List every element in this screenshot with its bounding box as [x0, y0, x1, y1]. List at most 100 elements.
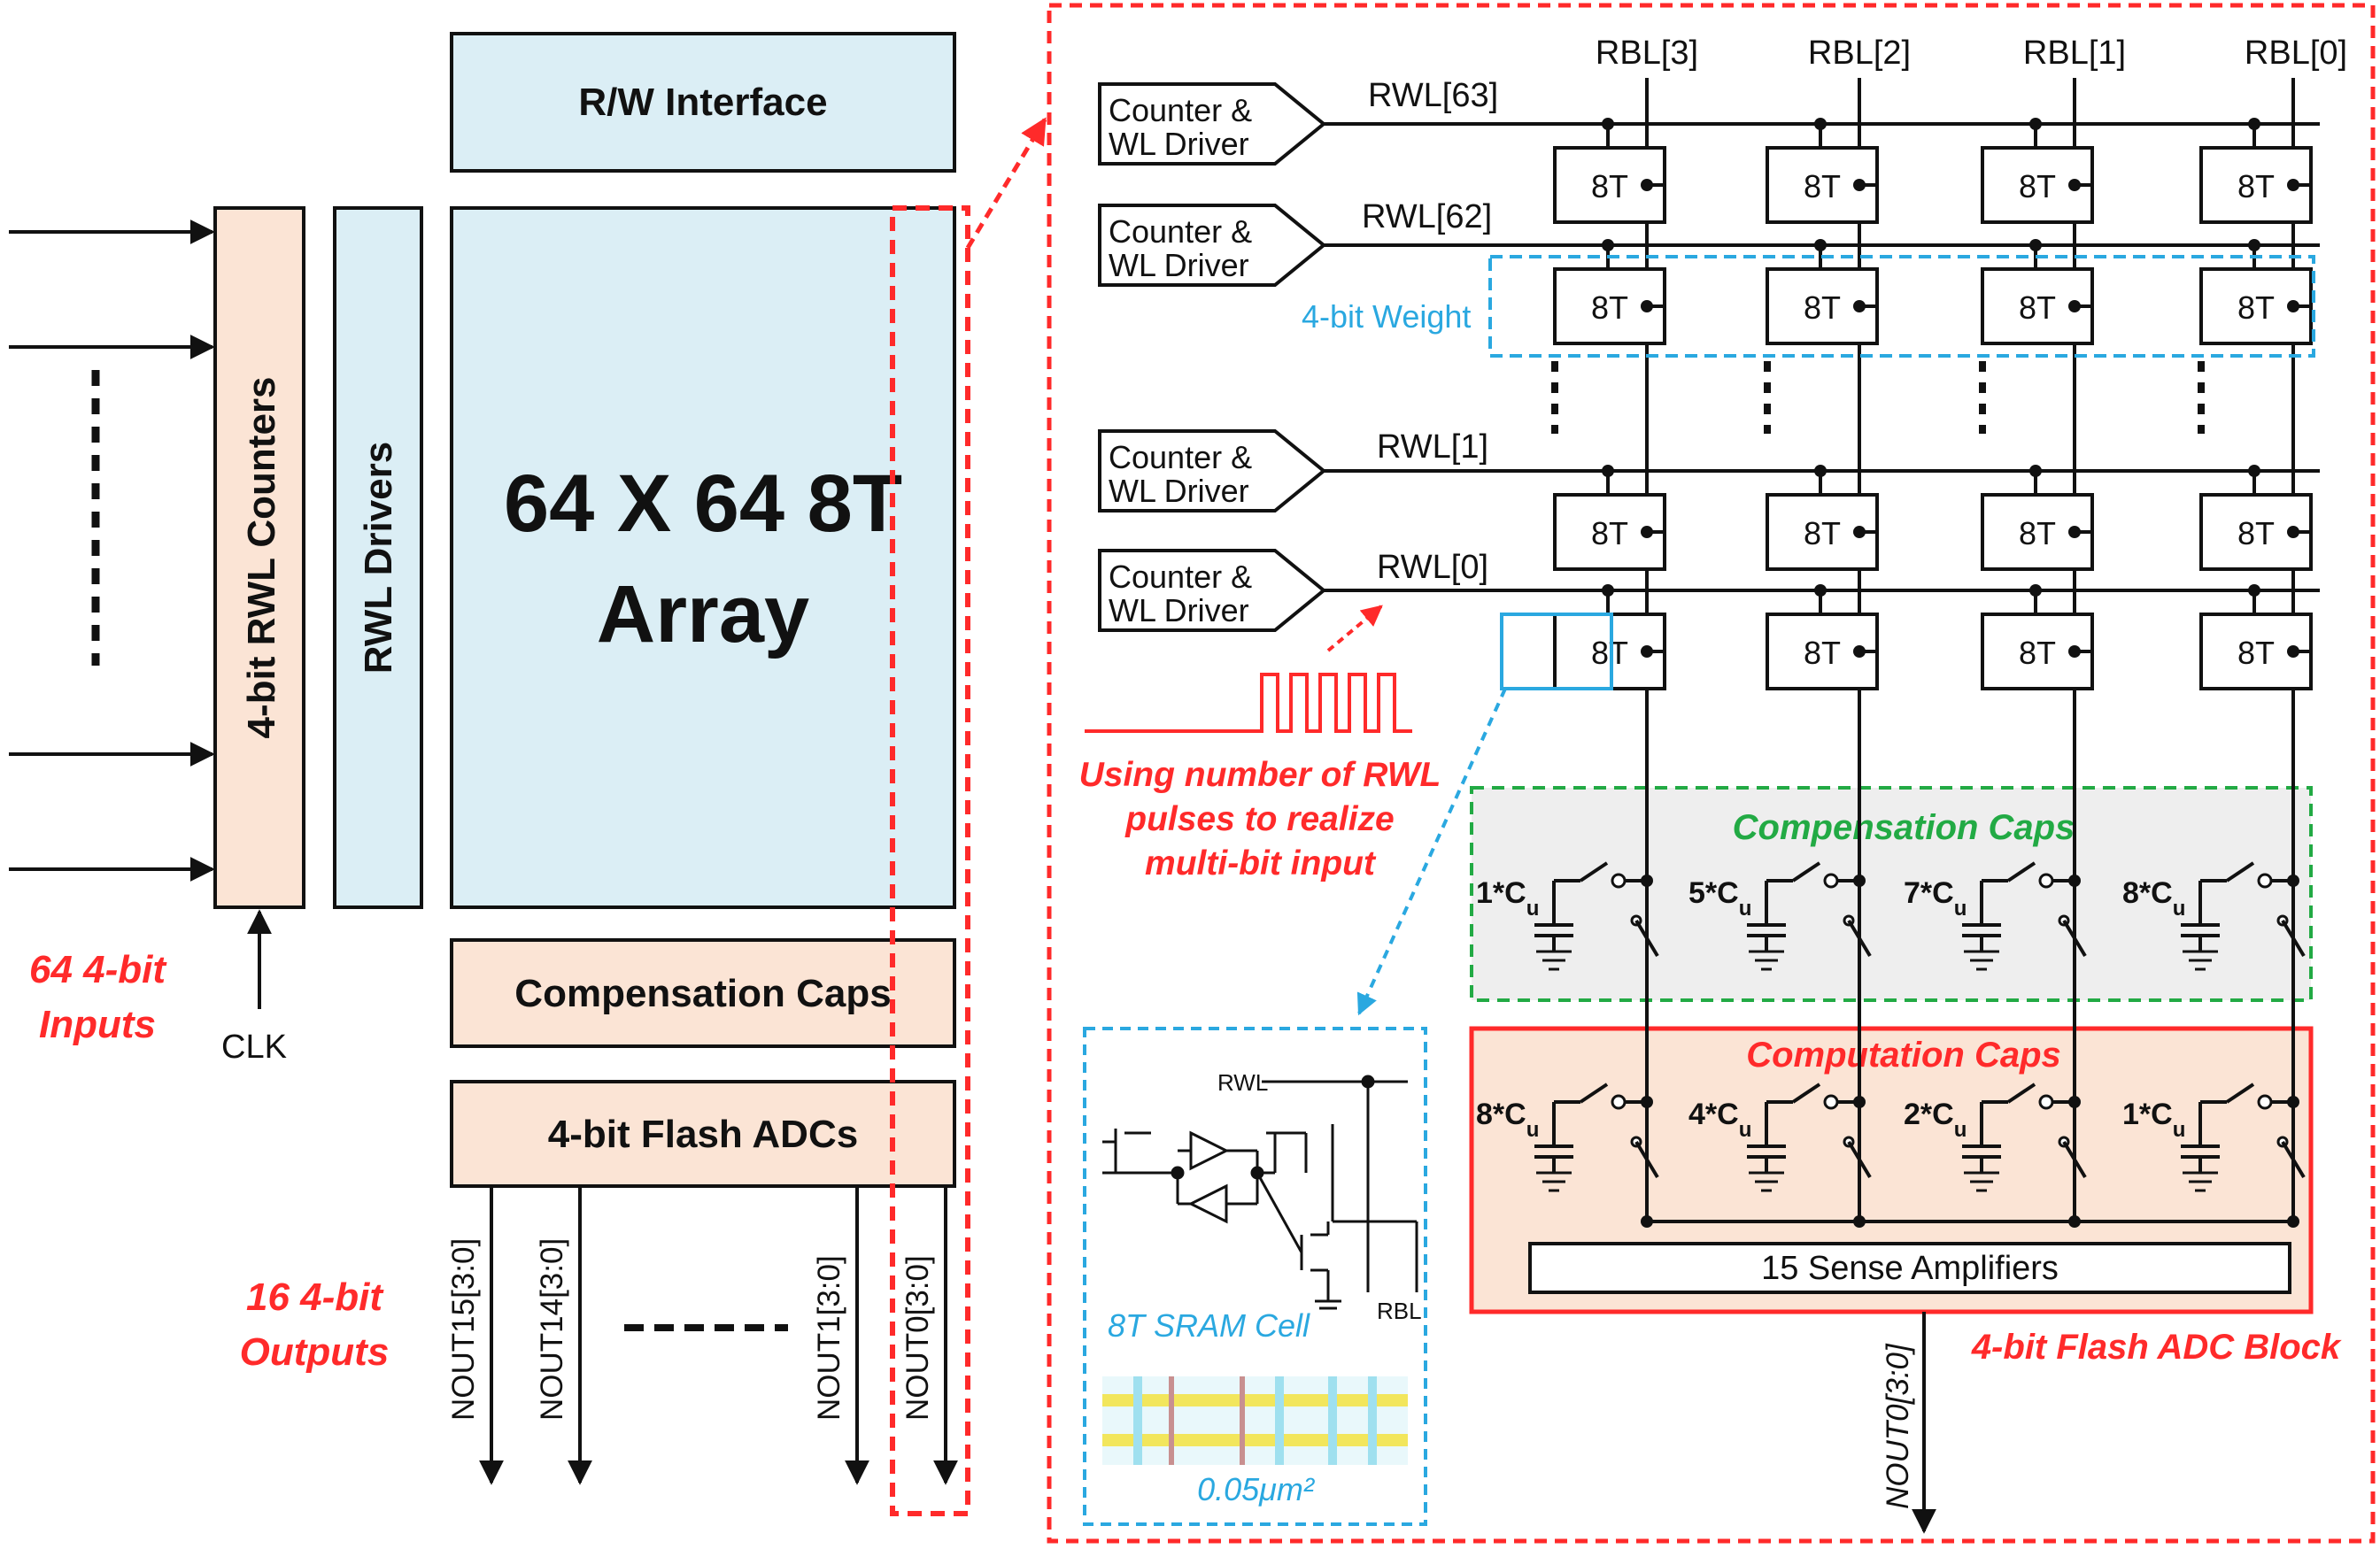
- sram-cell-8t: 8T: [1981, 239, 2094, 345]
- weight-label: 4-bit Weight: [1302, 298, 1471, 335]
- nout1-label: NOUT1[3:0]: [812, 1255, 846, 1421]
- array-block: [450, 206, 956, 909]
- pulse-waveform: [1085, 673, 1412, 733]
- driver-rwl1: Counter & WL Driver: [1098, 429, 1327, 512]
- cap-unit-subscript: u: [1526, 1118, 1540, 1142]
- flash-adcs-block-label: 4-bit Flash ADCs: [548, 1113, 858, 1156]
- cap-unit-subscript: u: [1954, 1118, 1967, 1142]
- cap-unit-subscript: u: [2173, 1118, 2186, 1142]
- input-arrows: [9, 220, 215, 882]
- row-ellipsis: [1551, 361, 2205, 434]
- cap-unit-subscript: u: [1739, 1118, 1752, 1142]
- cap-unit-subscript: u: [1739, 897, 1752, 921]
- driver-line2: WL Driver: [1109, 247, 1249, 283]
- array-title-line1: 64 X 64 8T: [504, 459, 902, 549]
- comp-caps-title: Compensation Caps: [1733, 808, 2075, 847]
- array-title-line2: Array: [597, 569, 809, 659]
- sram-zoom-arrow: [1356, 688, 1507, 1016]
- rwl-drivers-block: [333, 206, 423, 909]
- rwl63-label: RWL[63]: [1368, 77, 1498, 114]
- rwl0-label: RWL[0]: [1377, 549, 1488, 586]
- output-arrows: [479, 1186, 958, 1485]
- flash-adcs-block: [450, 1080, 956, 1188]
- comp-caps-block-label: Compensation Caps: [514, 972, 891, 1015]
- driver-line2: WL Driver: [1109, 126, 1249, 162]
- sram-rbl-label: RBL: [1377, 1298, 1422, 1324]
- rwl-counters-block: [213, 206, 305, 909]
- rwl1-label: RWL[1]: [1377, 428, 1488, 466]
- pulse-text-line1: Using number of RWL: [1079, 756, 1441, 794]
- cap-unit-subscript: u: [2173, 897, 2186, 921]
- cell-label: 8T: [1591, 515, 1628, 551]
- pulse-text-line2: pulses to realize: [1124, 800, 1394, 838]
- cell-label: 8T: [1804, 515, 1841, 551]
- rw-interface-label: R/W Interface: [578, 81, 827, 124]
- cell-label: 8T: [1804, 289, 1841, 326]
- sram-cell-8t: 8T: [1553, 118, 1666, 224]
- inputs-label-line2: Inputs: [39, 1003, 156, 1046]
- cell-label: 8T: [2237, 289, 2275, 326]
- flash-adc-block-label: 4-bit Flash ADC Block: [1971, 1328, 2342, 1367]
- sram-area: 0.05μm²: [1197, 1471, 1316, 1507]
- cell-label: 8T: [2019, 515, 2056, 551]
- sense-amplifiers-label: 15 Sense Amplifiers: [1761, 1250, 2059, 1287]
- cap-unit-subscript: u: [1954, 897, 1967, 921]
- cap-unit-subscript: u: [1526, 897, 1540, 921]
- sense-amplifiers-block: [1528, 1242, 2291, 1294]
- highlighted-cell: [1500, 613, 1613, 690]
- sram-schematic: [1102, 1075, 1418, 1310]
- sram-cell-8t: 8T: [1981, 118, 2094, 224]
- sram-cell-8t: 8T: [2199, 239, 2313, 345]
- rbl1-label: RBL[1]: [2023, 35, 2126, 72]
- clk-label: CLK: [221, 1029, 287, 1066]
- pulse-arrow: [1326, 605, 1383, 652]
- sram-cell-8t: 8T: [1766, 118, 1879, 224]
- comp-caps-block: [450, 938, 956, 1048]
- driver-line2: WL Driver: [1109, 592, 1249, 628]
- nout0-label: NOUT0[3:0]: [900, 1255, 935, 1421]
- driver-rwl63: Counter & WL Driver: [1098, 82, 1327, 166]
- sram-cell-8t: 8T: [1766, 584, 1879, 690]
- comp-caps-region: [1470, 786, 2313, 1002]
- rwl-counters-label: 4-bit RWL Counters: [240, 376, 283, 738]
- outputs-label-line1: 16 4-bit: [246, 1275, 384, 1319]
- rw-interface-block: [450, 32, 956, 173]
- rbl3-label: RBL[3]: [1596, 35, 1698, 72]
- sram-title: 8T SRAM Cell: [1108, 1307, 1310, 1344]
- nout14-label: NOUT14[3:0]: [535, 1238, 569, 1421]
- sram-cell-8t: 8T: [2199, 118, 2313, 224]
- inputs-label-line1: 64 4-bit: [29, 948, 167, 991]
- driver-line1: Counter &: [1109, 213, 1252, 250]
- cell-label: 8T: [1804, 635, 1841, 671]
- sram-cell-8t: 8T: [2199, 584, 2313, 690]
- cell-label: 8T: [1591, 289, 1628, 326]
- sram-cell-8t: 8T: [1766, 239, 1879, 345]
- driver-line1: Counter &: [1109, 559, 1252, 595]
- detail-frame: [1047, 3, 2376, 1544]
- cell-label: 8T: [2237, 635, 2275, 671]
- sram-cell-8t: 8T: [1981, 584, 2094, 690]
- sram-cell-8t: 8T: [1766, 465, 1879, 571]
- sram-detail-frame: [1083, 1027, 1427, 1526]
- rwl-drivers-label: RWL Drivers: [357, 442, 400, 674]
- zoom-arrow: [965, 117, 1047, 250]
- cell-label: 8T: [1591, 168, 1628, 204]
- cell-label: 8T: [2237, 168, 2275, 204]
- cell-label: 8T: [1804, 168, 1841, 204]
- sram-layout-image: [1102, 1376, 1408, 1465]
- driver-rwl62: Counter & WL Driver: [1098, 204, 1327, 287]
- driver-line1: Counter &: [1109, 92, 1252, 128]
- driver-rwl0: Counter & WL Driver: [1098, 549, 1327, 632]
- nout15-label: NOUT15[3:0]: [446, 1238, 481, 1421]
- driver-line2: WL Driver: [1109, 473, 1249, 509]
- driver-line1: Counter &: [1109, 439, 1252, 475]
- sram-cell-8t: 8T: [1981, 465, 2094, 571]
- sram-cell-8t: 8T: [1553, 239, 1666, 345]
- pulse-text-line3: multi-bit input: [1145, 844, 1377, 882]
- rbl0-label: RBL[0]: [2245, 35, 2347, 72]
- cell-label: 8T: [2019, 168, 2056, 204]
- computation-caps-title: Computation Caps: [1746, 1036, 2061, 1075]
- cell-label: 8T: [2019, 635, 2056, 671]
